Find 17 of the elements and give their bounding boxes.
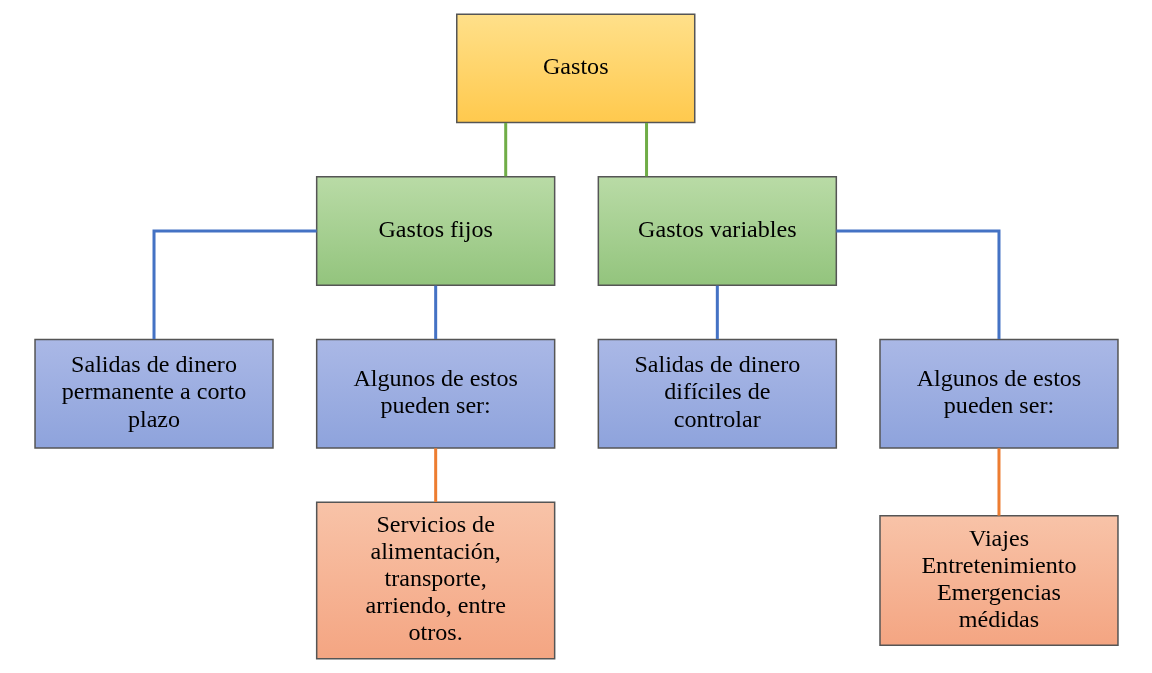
connector	[433, 448, 437, 502]
node-box: Gastos variables	[597, 176, 837, 287]
node-box: Gastos	[455, 13, 695, 124]
node-box: Algunos de estos pueden ser:	[878, 338, 1119, 449]
node-box: Algunos de estos pueden ser:	[315, 338, 555, 449]
connector	[503, 123, 507, 177]
connector	[152, 229, 317, 340]
connector	[835, 229, 1000, 340]
connector	[997, 448, 1000, 516]
node-box: Gastos fijos	[315, 176, 555, 287]
connector	[715, 285, 719, 339]
node-box: Salidas de dinero permanente a corto plazo	[33, 338, 274, 449]
connector	[433, 285, 437, 339]
connector	[644, 123, 648, 177]
node-box: Servicios de alimentación, transporte, arriendo, entre otros.	[315, 501, 555, 660]
node-box: Salidas de dinero difíciles de controlar	[597, 338, 837, 449]
node-box: Viajes Entretenimiento Emergencias médidas	[878, 515, 1119, 647]
